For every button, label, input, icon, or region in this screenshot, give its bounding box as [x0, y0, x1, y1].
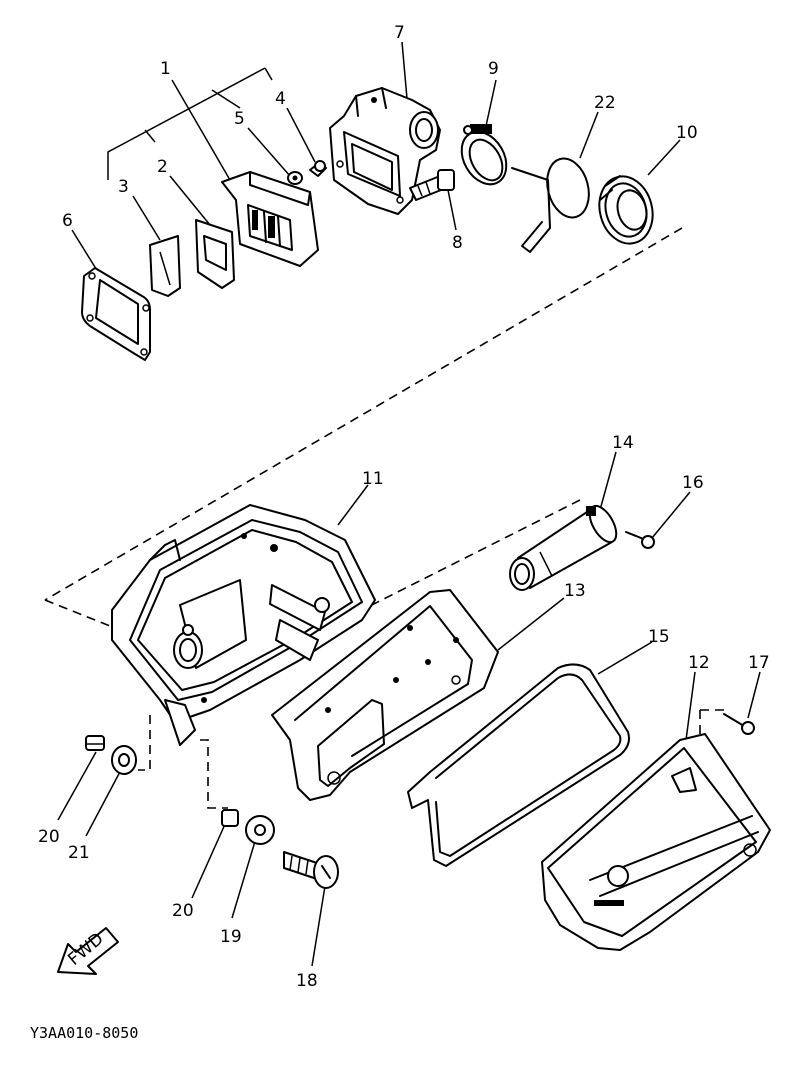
part-13-element	[271, 589, 499, 801]
leader-lines	[57, 41, 761, 967]
part-6-gasket	[81, 267, 151, 361]
label-part-20-lower: 20	[172, 901, 194, 921]
label-part-9: 9	[488, 59, 499, 79]
label-part-1: 1	[160, 59, 171, 79]
part-16-screw	[625, 531, 655, 549]
label-part-2: 2	[157, 157, 168, 177]
part-labels: 1 2 3 4 5 6 7 8 9 10 11 12 13 14 15 16 1…	[38, 23, 770, 991]
part-1-reed-valve	[221, 171, 319, 267]
label-part-17: 17	[748, 653, 770, 673]
part-14-duct	[509, 504, 618, 591]
label-part-7: 7	[394, 23, 405, 43]
part-19-washer	[245, 815, 275, 845]
label-part-8: 8	[452, 233, 463, 253]
part-20-collar-lower	[221, 809, 239, 827]
label-part-13: 13	[564, 581, 586, 601]
part-15-seal	[407, 663, 630, 867]
label-part-19: 19	[220, 927, 242, 947]
part-4-screw	[309, 160, 327, 177]
fwd-arrow-icon: FWD	[57, 927, 119, 975]
part-5-washer	[287, 171, 303, 185]
part-22-spring-clip	[511, 157, 590, 253]
part-10-joint	[598, 175, 654, 245]
label-part-5: 5	[234, 109, 245, 129]
label-part-20-upper: 20	[38, 827, 60, 847]
part-17-screw	[723, 713, 755, 735]
diagram-code: Y3AA010-8050	[30, 1024, 138, 1042]
part-20-collar-upper	[85, 735, 105, 751]
label-part-10: 10	[676, 123, 698, 143]
label-part-12: 12	[688, 653, 710, 673]
label-part-6: 6	[62, 211, 73, 231]
part-8-bolt	[409, 169, 455, 201]
label-part-22: 22	[594, 93, 616, 113]
part-2-reed-stopper	[195, 219, 235, 289]
label-part-15: 15	[648, 627, 670, 647]
label-part-18: 18	[296, 971, 318, 991]
label-part-14: 14	[612, 433, 634, 453]
part-7-manifold	[329, 87, 441, 215]
label-part-16: 16	[682, 473, 704, 493]
part-21-grommet	[111, 745, 137, 775]
part-12-cap	[541, 733, 771, 951]
label-part-4: 4	[275, 89, 286, 109]
part-18-screw	[283, 851, 339, 889]
part-3-reed-petal	[149, 235, 181, 297]
label-part-21: 21	[68, 843, 90, 863]
label-part-11: 11	[362, 469, 384, 489]
label-part-3: 3	[118, 177, 129, 197]
part-11-air-cleaner-case	[111, 504, 376, 746]
part-9-clamp	[460, 124, 508, 186]
